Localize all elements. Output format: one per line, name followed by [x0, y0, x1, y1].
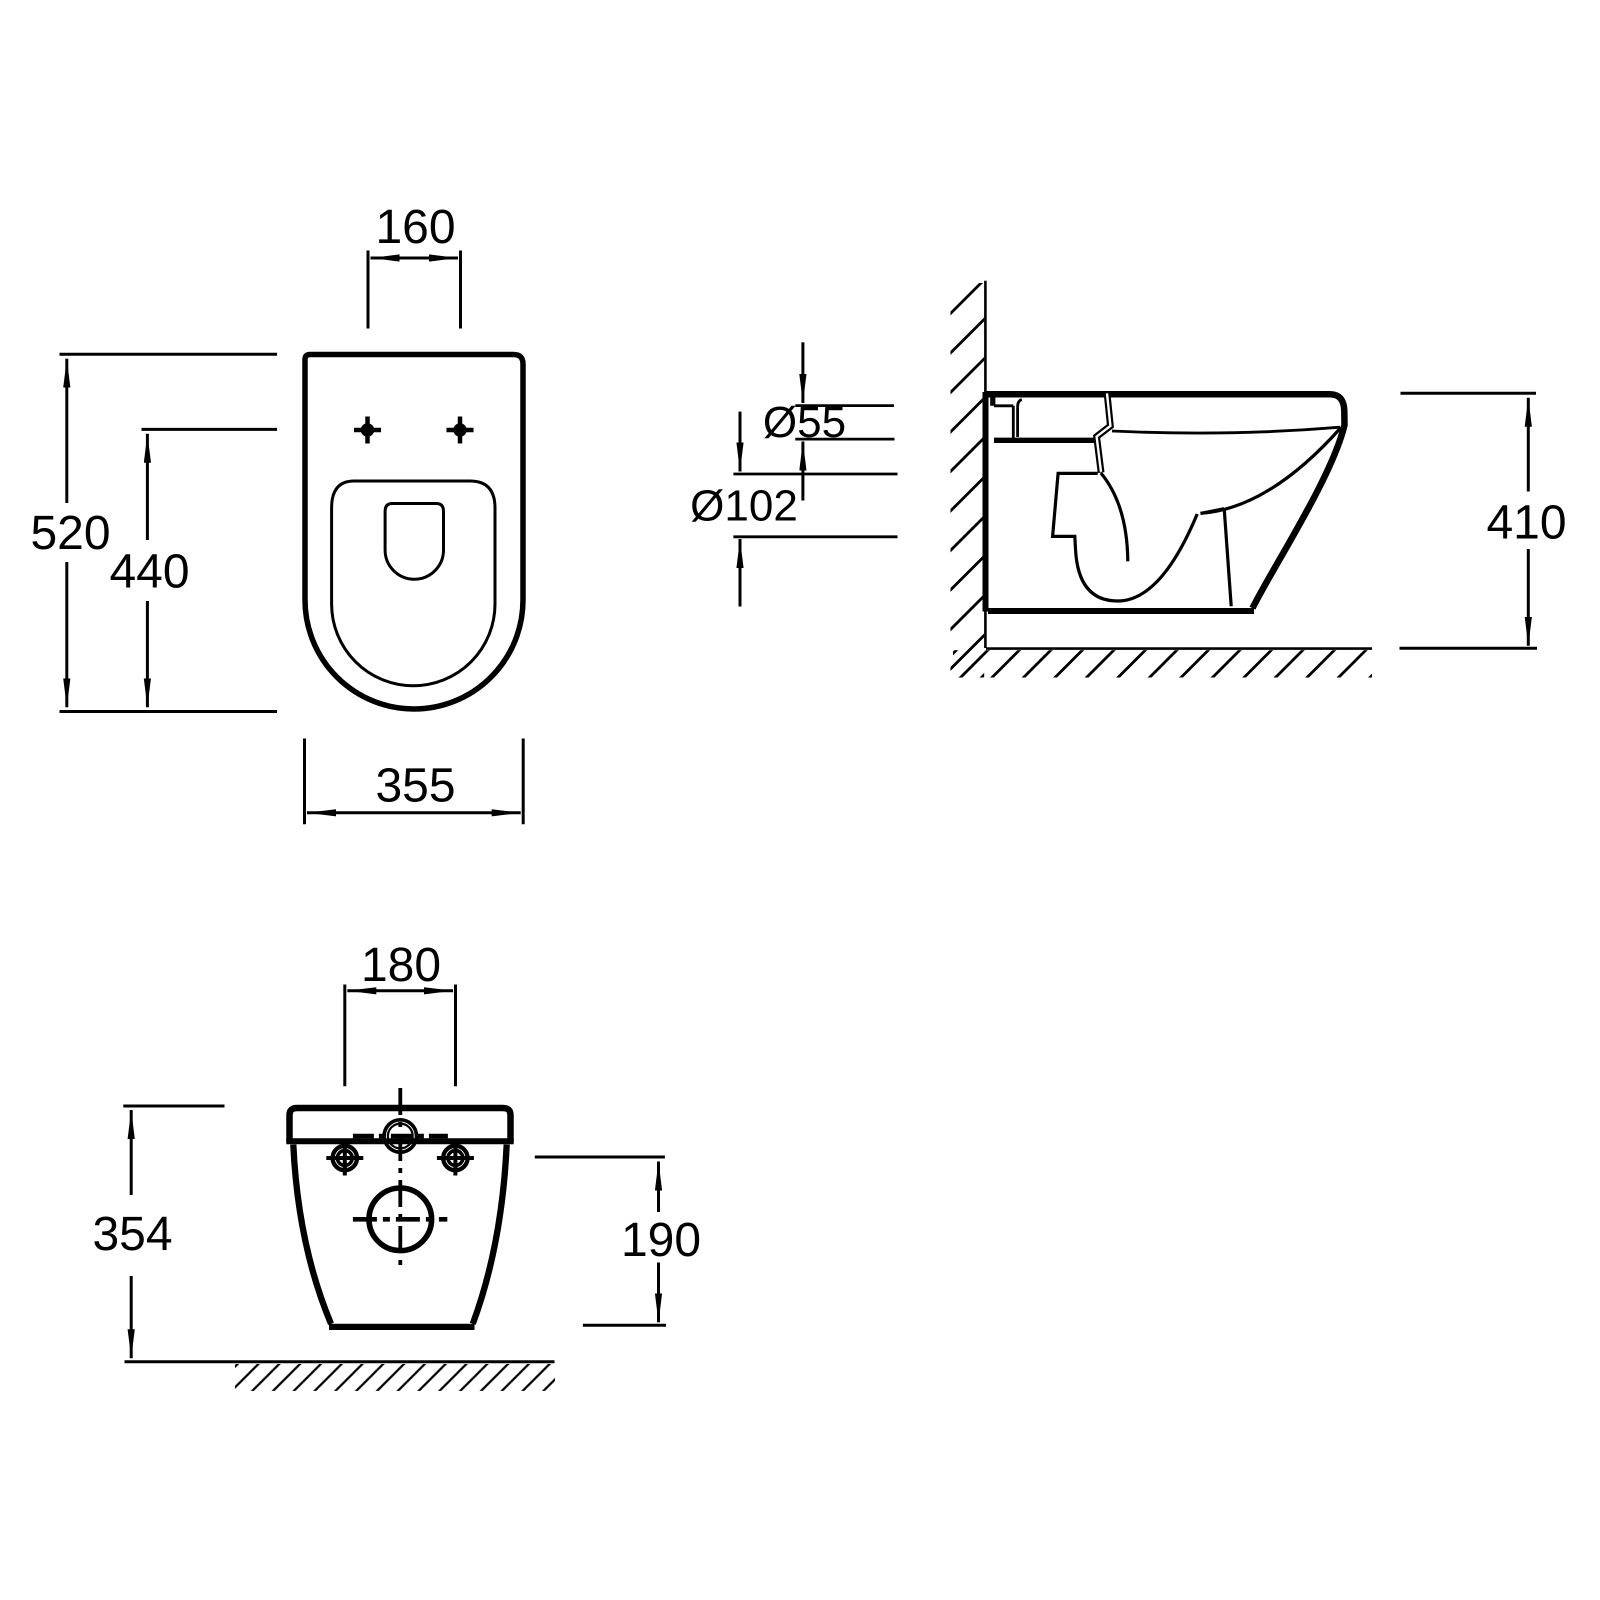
svg-text:520: 520	[30, 507, 110, 560]
svg-text:Ø55: Ø55	[763, 398, 846, 447]
svg-text:355: 355	[375, 760, 455, 813]
svg-text:Ø102: Ø102	[690, 482, 798, 531]
svg-text:354: 354	[92, 1208, 172, 1261]
svg-text:160: 160	[375, 201, 455, 254]
svg-text:440: 440	[109, 546, 189, 599]
svg-text:190: 190	[621, 1214, 701, 1267]
svg-text:180: 180	[361, 939, 441, 992]
svg-text:410: 410	[1486, 497, 1566, 550]
